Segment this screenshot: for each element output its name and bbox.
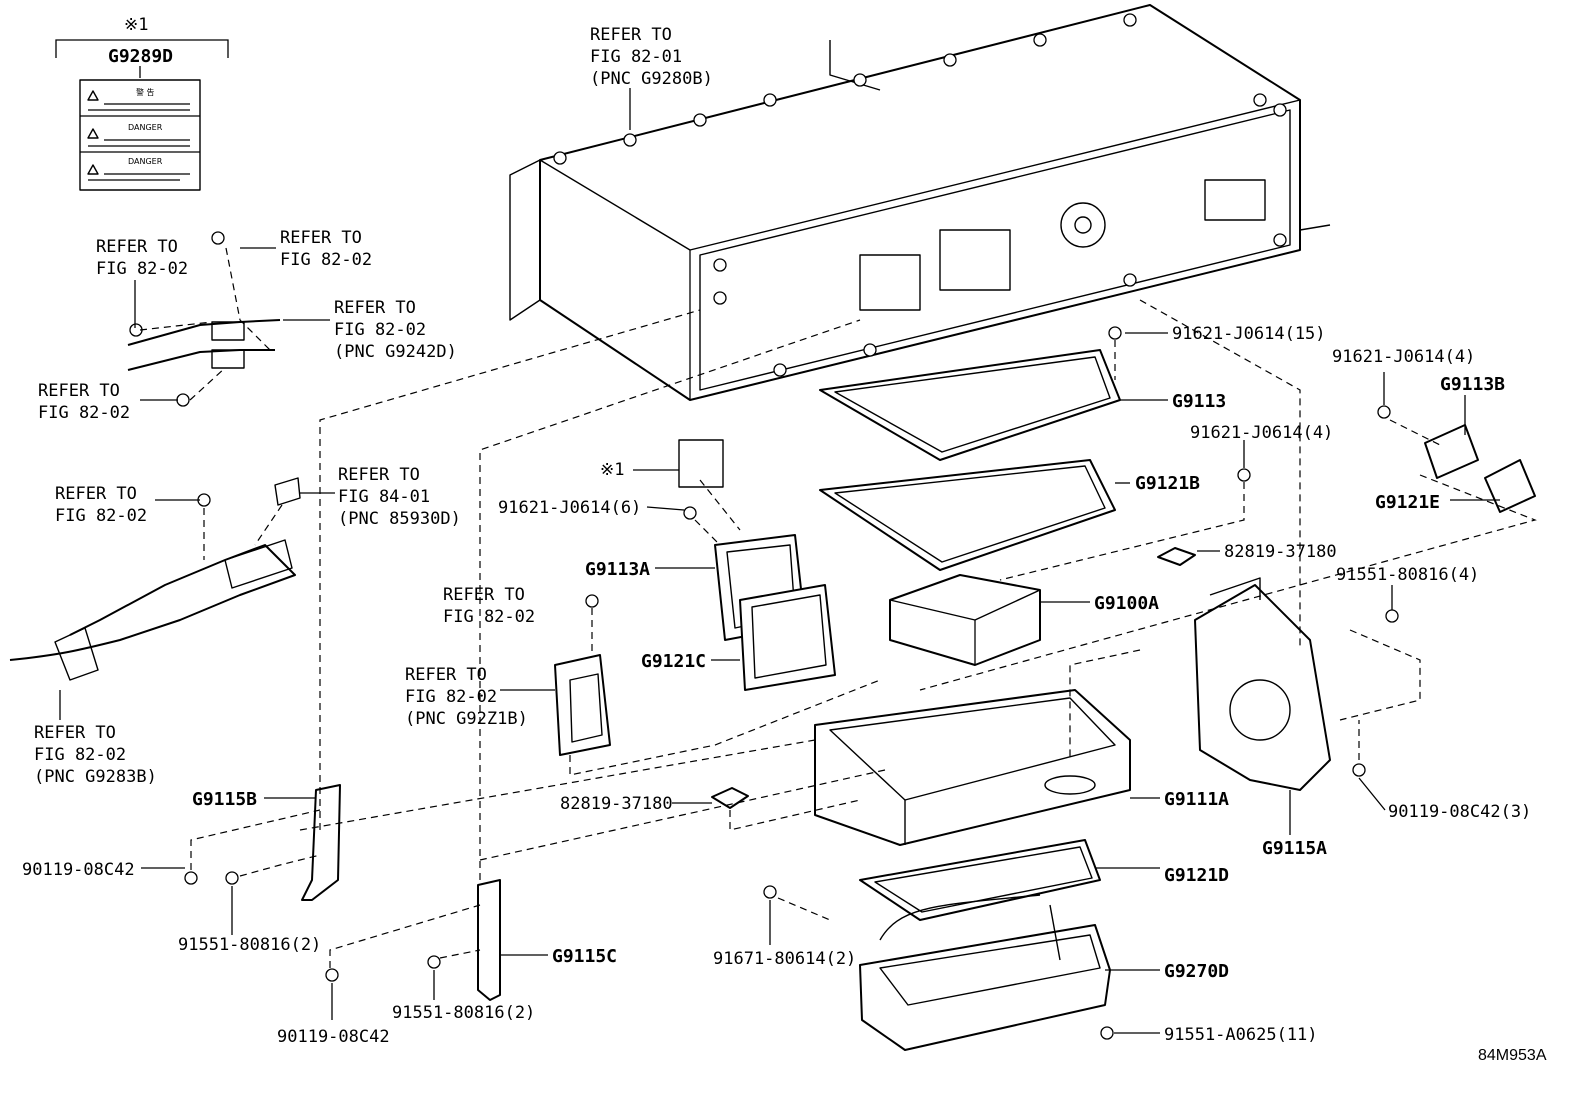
leader-lines (59, 88, 1500, 1034)
pn-g9113[interactable]: G9113 (1172, 391, 1226, 412)
refer-tl-line1: REFER TO (96, 237, 178, 257)
refer-callouts: REFER TO FIG 82-01 (PNC G9280B) REFER TO… (34, 25, 713, 787)
refer-8201-line2: FIG 82-01 (590, 47, 682, 67)
pn-82819-a[interactable]: 82819-37180 (1224, 542, 1337, 562)
refer-harness-line2: FIG 82-02 (55, 506, 147, 526)
pn-90119-a[interactable]: 90119-08C42 (22, 860, 135, 880)
bracket-g92z1b[interactable] (554, 654, 611, 756)
label-line-3: DANGER (128, 157, 163, 166)
pn-91551-11[interactable]: 91551-A0625(11) (1164, 1025, 1318, 1045)
pn-91621-4b[interactable]: 91621-J0614(4) (1190, 423, 1333, 443)
bracket-g9115a[interactable] (1194, 577, 1331, 791)
gasket-g9121e[interactable] (1484, 459, 1536, 513)
bracket-g9115b[interactable] (301, 784, 341, 901)
bracket-g9115c[interactable] (477, 879, 501, 1001)
gasket-g9121b[interactable] (819, 459, 1116, 571)
pn-91671-2[interactable]: 91671-80614(2) (713, 949, 856, 969)
refer-8201-line1: REFER TO (590, 25, 672, 45)
pn-82819-b[interactable]: 82819-37180 (560, 794, 673, 814)
pn-91551-2a[interactable]: 91551-80816(2) (178, 935, 321, 955)
lower-cover-g9270d[interactable] (859, 894, 1111, 1051)
cover-g9113[interactable] (819, 349, 1121, 461)
refer-8201-line3: (PNC G9280B) (590, 69, 713, 89)
gasket-g9121c[interactable] (739, 584, 836, 691)
refer-8401-line2: FIG 84-01 (338, 487, 430, 507)
inverter-lower-case-g9111a[interactable] (814, 689, 1131, 846)
refer-g92z1b-line1: REFER TO (405, 665, 487, 685)
pn-g9115a[interactable]: G9115A (1262, 838, 1327, 859)
refer-g9242d-line3: (PNC G9242D) (334, 342, 457, 362)
pn-91551-4[interactable]: 91551-80816(4) (1336, 565, 1479, 585)
refer-ml-line2: FIG 82-02 (38, 403, 130, 423)
temp-sensor-82819-a[interactable] (1157, 547, 1196, 566)
refer-center-line2: FIG 82-02 (443, 607, 535, 627)
pn-g9115c[interactable]: G9115C (552, 946, 617, 967)
part-labels: 91621-J0614(15) G9113 91621-J0614(4) G91… (22, 324, 1531, 1047)
wire-harness-assembly[interactable] (9, 477, 301, 681)
pn-91621-6[interactable]: 91621-J0614(6) (498, 498, 641, 518)
pn-90119-3[interactable]: 90119-08C42(3) (1388, 802, 1531, 822)
gasket-g9121d[interactable] (859, 839, 1101, 921)
refer-g9283b-line1: REFER TO (34, 723, 116, 743)
pn-g9113a[interactable]: G9113A (585, 559, 650, 580)
refer-8401-line1: REFER TO (338, 465, 420, 485)
figure-code: 84M953A (1478, 1047, 1547, 1064)
refer-tr-line1: REFER TO (280, 228, 362, 248)
warning-label-lines: 警 告 DANGER DANGER (80, 87, 200, 181)
refer-g92z1b-line2: FIG 82-02 (405, 687, 497, 707)
refer-g9283b-line3: (PNC G9283B) (34, 767, 157, 787)
pn-g9121b[interactable]: G9121B (1135, 473, 1200, 494)
assembly-guide-lines (139, 247, 1537, 968)
warning-label-set: ※1 G9289D 警 告 DANGER DANGER (55, 15, 229, 191)
bolts (129, 231, 1399, 1040)
pn-g9113b[interactable]: G9113B (1440, 374, 1505, 395)
converter-g9100a[interactable] (889, 574, 1041, 666)
refer-g9283b-line2: FIG 82-02 (34, 745, 126, 765)
refer-g9242d-line2: FIG 82-02 (334, 320, 426, 340)
pn-g9100a[interactable]: G9100A (1094, 593, 1159, 614)
refer-g92z1b-line3: (PNC G92Z1B) (405, 709, 528, 729)
refer-tr-line2: FIG 82-02 (280, 250, 372, 270)
pn-91621-15[interactable]: 91621-J0614(15) (1172, 324, 1326, 344)
pn-g9111a[interactable]: G9111A (1164, 789, 1229, 810)
pn-g9270d[interactable]: G9270D (1164, 961, 1229, 982)
case-bolt-heads (553, 13, 1287, 377)
refer-g9242d-line1: REFER TO (334, 298, 416, 318)
inverter-main-case[interactable] (509, 4, 1331, 401)
label-line-1: 警 告 (136, 87, 155, 97)
cover-g9113b[interactable] (1424, 424, 1479, 479)
pn-g9121c[interactable]: G9121C (641, 651, 706, 672)
note-mark: ※1 (124, 15, 148, 35)
temp-sensor-82819-b[interactable] (711, 787, 749, 809)
upper-harness-clamps[interactable] (127, 319, 281, 371)
label-line-2: DANGER (128, 123, 163, 132)
refer-center-line1: REFER TO (443, 585, 525, 605)
pn-90119-b[interactable]: 90119-08C42 (277, 1027, 390, 1047)
pn-91551-2b[interactable]: 91551-80816(2) (392, 1003, 535, 1023)
pn-91621-4a[interactable]: 91621-J0614(4) (1332, 347, 1475, 367)
pn-note-ref: ※1 (600, 460, 624, 480)
pn-g9121d[interactable]: G9121D (1164, 865, 1229, 886)
pn-g9121e[interactable]: G9121E (1375, 492, 1440, 513)
refer-harness-line1: REFER TO (55, 484, 137, 504)
label-sheet-note (678, 439, 724, 488)
refer-8401-line3: (PNC 85930D) (338, 509, 461, 529)
part-number-g9289d[interactable]: G9289D (108, 46, 173, 67)
refer-tl-line2: FIG 82-02 (96, 259, 188, 279)
refer-ml-line1: REFER TO (38, 381, 120, 401)
pn-g9115b[interactable]: G9115B (192, 789, 257, 810)
